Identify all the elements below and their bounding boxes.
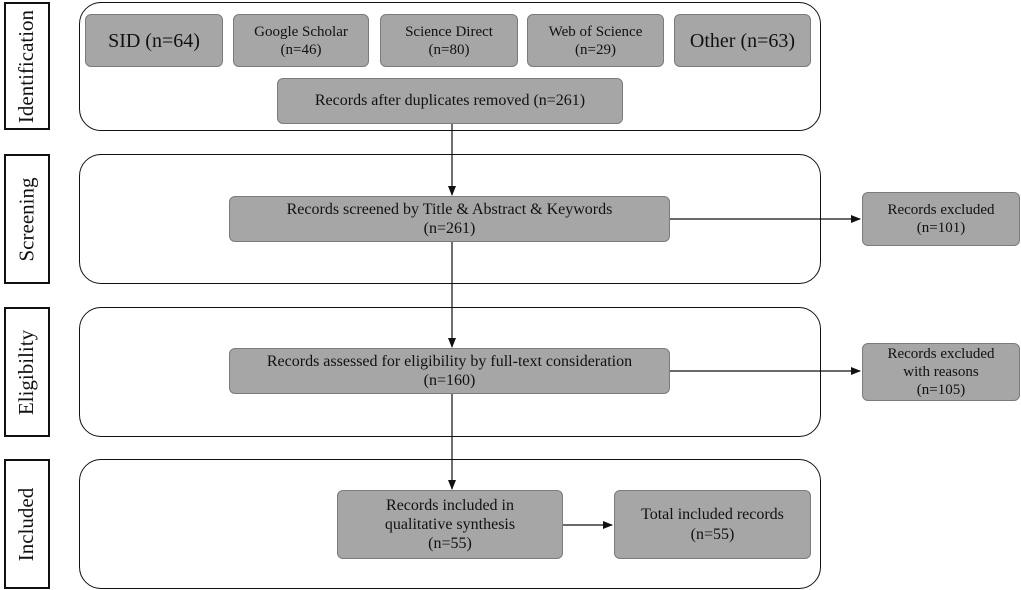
source-box-sid: SID (n=64) — [85, 14, 223, 67]
source-box-other: Other (n=63) — [674, 14, 811, 67]
source-sid-label: SID (n=64) — [108, 29, 200, 52]
excluded-reasons-box: Records excluded with reasons (n=105) — [862, 343, 1020, 401]
assessed-line2: (n=160) — [423, 372, 476, 389]
qualitative-line1: Records included in — [386, 496, 514, 514]
stage-label-eligibility: Eligibility — [4, 307, 50, 437]
source-google-scholar-count: (n=46) — [280, 41, 322, 58]
excluded-line1: Records excluded — [887, 202, 995, 218]
excluded-reasons-line3: (n=105) — [916, 382, 966, 398]
excluded-box: Records excluded (n=101) — [862, 192, 1020, 246]
assessed-box: Records assessed for eligibility by full… — [229, 348, 670, 394]
stage-label-screening-text: Screening — [14, 177, 39, 261]
stage-label-screening: Screening — [4, 154, 50, 284]
stage-label-identification-text: Identification — [14, 9, 39, 123]
total-line2: (n=55) — [690, 525, 735, 543]
excluded-reasons-line2: with reasons — [903, 364, 979, 380]
source-box-google-scholar: Google Scholar (n=46) — [233, 14, 369, 67]
source-science-direct-name: Science Direct — [405, 23, 493, 40]
screened-box: Records screened by Title & Abstract & K… — [229, 196, 670, 242]
source-science-direct-count: (n=80) — [428, 41, 470, 58]
source-web-of-science-name: Web of Science — [548, 23, 643, 40]
assessed-line1: Records assessed for eligibility by full… — [266, 352, 633, 370]
total-included-box: Total included records (n=55) — [614, 490, 811, 559]
source-google-scholar-name: Google Scholar — [254, 23, 348, 40]
source-box-science-direct: Science Direct (n=80) — [380, 14, 518, 67]
duplicates-removed-box: Records after duplicates removed (n=261) — [277, 78, 623, 124]
screened-line1: Records screened by Title & Abstract & K… — [286, 200, 613, 218]
qualitative-synthesis-box: Records included in qualitative synthesi… — [337, 490, 563, 559]
stage-label-included: Included — [4, 459, 50, 589]
duplicates-removed-text: Records after duplicates removed (n=261) — [314, 92, 586, 110]
source-other-label: Other (n=63) — [689, 29, 796, 52]
stage-label-identification: Identification — [4, 2, 50, 130]
qualitative-line3: (n=55) — [428, 535, 472, 553]
stage-label-eligibility-text: Eligibility — [14, 329, 39, 415]
source-box-web-of-science: Web of Science (n=29) — [527, 14, 664, 67]
screened-line2: (n=261) — [423, 220, 476, 237]
excluded-line2: (n=101) — [916, 220, 966, 236]
source-web-of-science-count: (n=29) — [575, 41, 616, 58]
excluded-reasons-line1: Records excluded — [887, 346, 995, 362]
total-line1: Total included records — [641, 506, 784, 524]
qualitative-line2: qualitative synthesis — [384, 515, 516, 533]
stage-label-included-text: Included — [14, 487, 39, 561]
